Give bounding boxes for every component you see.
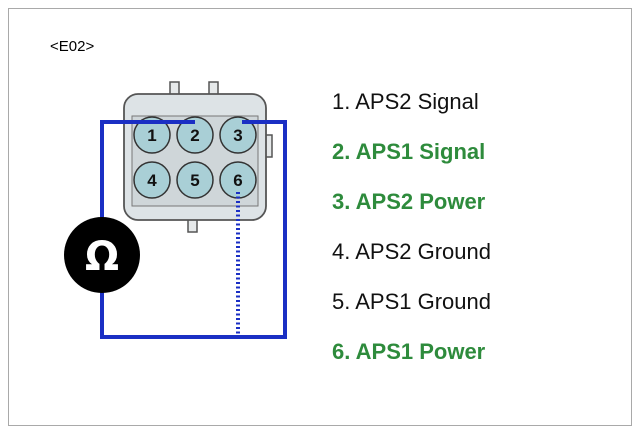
housing-tab-bottom — [187, 218, 198, 233]
pin-1-label: 1 — [147, 126, 156, 145]
legend-item-6: 6. APS1 Power — [332, 339, 486, 364]
pin-2-label: 2 — [190, 126, 199, 145]
meter-lead-to-pin-3 — [240, 120, 287, 339]
pin-legend: 1. APS2 Signal 2. APS1 Signal 3. APS2 Po… — [332, 84, 491, 384]
ohmmeter: Ω — [64, 217, 140, 293]
legend-item-3: 3. APS2 Power — [332, 189, 486, 214]
connector-tag: <E02> — [50, 38, 95, 55]
pin-5-label: 5 — [190, 171, 199, 190]
pin-6: 6 — [219, 161, 257, 199]
pin-4: 4 — [133, 161, 171, 199]
pin-4-label: 4 — [147, 171, 157, 190]
legend-item-2: 2. APS1 Signal — [332, 139, 486, 164]
pin-1: 1 — [133, 116, 171, 154]
pin-5: 5 — [176, 161, 214, 199]
legend-item-5: 5. APS1 Ground — [332, 289, 491, 314]
legend-item-4: 4. APS2 Ground — [332, 239, 491, 264]
diagram-frame — [8, 8, 632, 426]
pin-3: 3 — [219, 116, 257, 154]
pin-3-label: 3 — [233, 126, 242, 145]
ohm-icon — [64, 217, 140, 293]
legend-item-1: 1. APS2 Signal — [332, 89, 479, 114]
pin-6-label: 6 — [233, 171, 242, 190]
ohm-symbol: Ω — [85, 234, 119, 280]
pin-2: 2 — [176, 116, 214, 154]
